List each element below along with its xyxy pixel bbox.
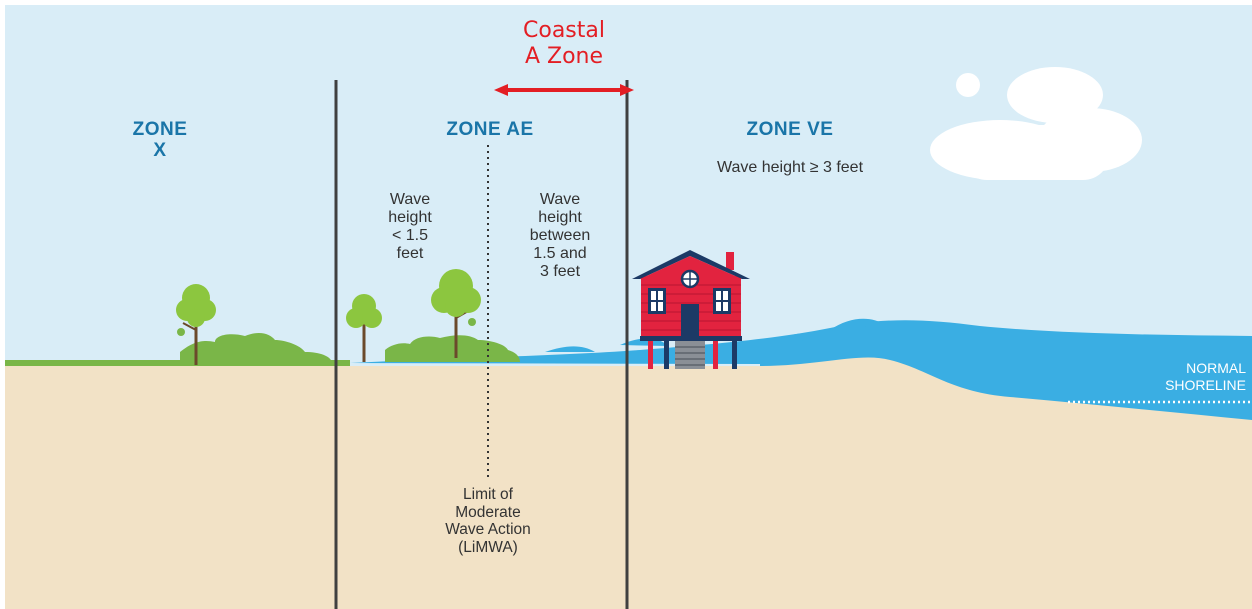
limwa-line: Wave Action	[445, 521, 531, 538]
normal-shoreline-label: NORMAL SHORELINE	[1146, 360, 1246, 394]
shoreline-line1: NORMAL	[1186, 360, 1246, 376]
coastal-a-zone-arrow	[494, 84, 634, 96]
bush-icon	[180, 333, 332, 362]
tree-icon	[346, 294, 382, 362]
limwa-label: Limit of Moderate Wave Action (LiMWA)	[428, 486, 548, 556]
coastal-label-line1: Coastal	[523, 18, 605, 43]
zone-ve-label: ZONE VE	[746, 119, 834, 140]
grass-strip	[5, 360, 350, 367]
note-line: Wave	[389, 191, 431, 208]
shoreline-line2: SHORELINE	[1165, 376, 1246, 393]
note-line: Wave	[539, 191, 581, 208]
zone-ae-label: ZONE AE	[446, 119, 534, 140]
note-line: 3 feet	[539, 263, 581, 281]
tree-icon	[176, 284, 216, 365]
note-line: height	[538, 209, 582, 227]
note-line: between	[529, 227, 591, 245]
tree-icon	[431, 269, 481, 358]
house-icon	[632, 250, 750, 369]
note-line: feet	[396, 245, 424, 263]
wave-crest	[830, 318, 885, 333]
limwa-line: Limit of	[463, 486, 513, 503]
zone-x-line1: ZONE	[132, 119, 188, 140]
coastal-a-zone-label: Coastal A Zone	[500, 18, 628, 70]
zone-x-line2: X	[153, 140, 167, 162]
zone-ve-wave-note: Wave height ≥ 3 feet	[716, 159, 864, 176]
note-line: height	[388, 209, 432, 227]
ae-right-wave-note: Wave height between 1.5 and 3 feet	[515, 191, 605, 281]
note-line: < 1.5	[391, 227, 429, 245]
bush-icon	[385, 335, 520, 362]
limwa-line: Moderate	[455, 503, 521, 521]
coastal-label-line2: A Zone	[524, 43, 604, 69]
cloud-icon	[930, 67, 1142, 180]
ae-left-wave-note: Wave height < 1.5 feet	[370, 191, 450, 263]
note-line: 1.5 and	[533, 245, 587, 263]
wave-crest	[770, 333, 820, 347]
limwa-line: (LiMWA)	[458, 538, 518, 556]
zone-x-label: ZONE X	[120, 119, 200, 162]
wave-crest	[545, 346, 595, 352]
